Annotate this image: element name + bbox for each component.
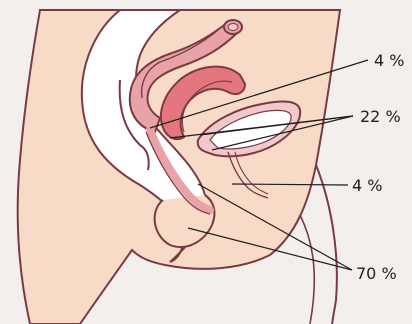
right-thigh	[316, 165, 337, 324]
label-bottom: 70 %	[356, 264, 397, 283]
back-contour	[300, 215, 314, 324]
colon-lumen	[228, 24, 238, 31]
label-upper-middle: 22 %	[360, 107, 401, 126]
label-top: 4 %	[374, 51, 404, 70]
label-middle: 4 %	[352, 176, 382, 195]
